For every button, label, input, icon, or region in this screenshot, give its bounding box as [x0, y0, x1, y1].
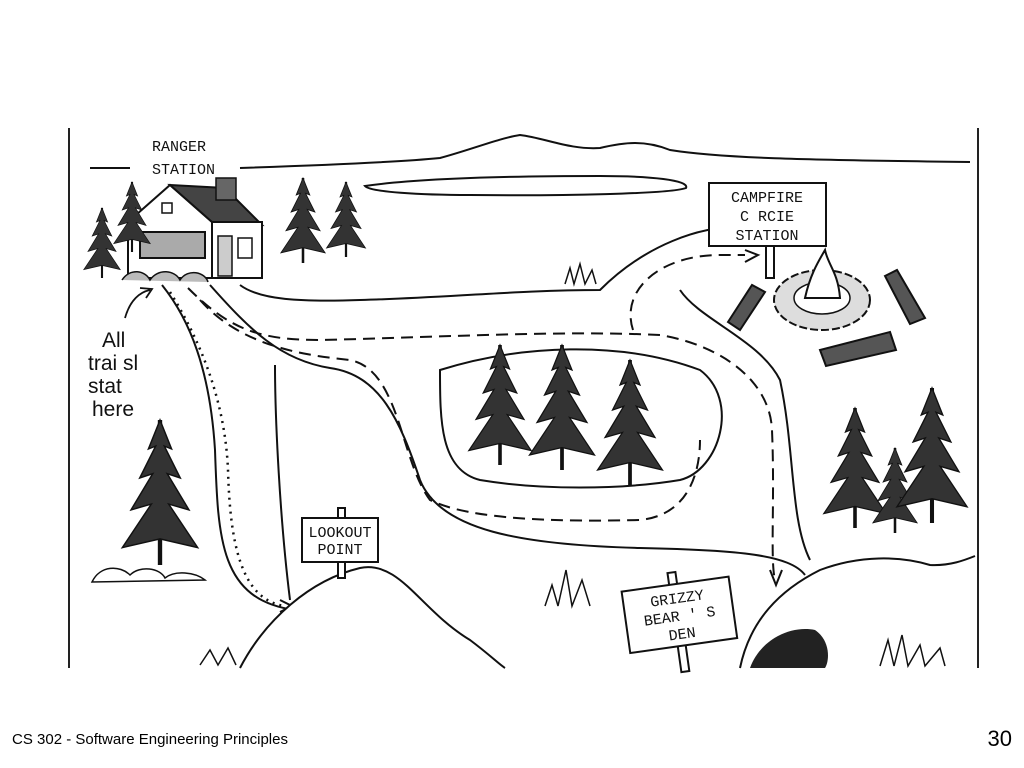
trail-loop [199, 299, 701, 522]
ranger-station-house [121, 177, 265, 283]
grass-tuft [199, 646, 237, 667]
trail-to-lookout [168, 291, 286, 608]
ranger-station-label-line1: RANGER [152, 139, 206, 156]
trail-edge [209, 284, 806, 576]
den-entrance [750, 629, 828, 668]
pine-tree [325, 180, 367, 259]
trail-island-edge [438, 348, 723, 489]
campfire-sign-line1: CAMPFIRE [731, 190, 803, 207]
lookout-hill [239, 566, 506, 669]
lake [363, 174, 688, 197]
rocks [90, 567, 208, 583]
grass-tuft [544, 569, 591, 609]
pine-tree [821, 406, 889, 530]
ranger-station-label-line2: STATION [152, 162, 215, 179]
grass-tuft [879, 634, 946, 669]
start-note-line3: stat [88, 375, 122, 398]
grass-tuft [564, 261, 597, 287]
campfire [726, 247, 927, 368]
pine-tree [595, 358, 665, 487]
trail-to-grizzly-den [187, 287, 776, 581]
grizzly-sign-line3: DEN [668, 625, 697, 646]
grizzly-bear-den-sign: GRIZZY BEAR ' S DEN [620, 570, 739, 674]
lookout-sign-line1: LOOKOUT [308, 525, 371, 542]
pine-tree [897, 388, 967, 523]
start-arrow [124, 289, 151, 319]
slide-page-number: 30 [987, 726, 1012, 751]
trail-edge [274, 364, 291, 601]
slide-footer: CS 302 - Software Engineering Principles [12, 731, 288, 748]
start-note-line2: trai sl [88, 352, 138, 375]
start-note-line4: here [92, 398, 134, 421]
mountain-horizon [90, 133, 971, 169]
trail-edge [239, 225, 761, 302]
pine-tree [527, 343, 597, 472]
campfire-sign-line2: C RCIE [740, 209, 794, 226]
pine-tree [466, 343, 534, 467]
lookout-sign-line2: POINT [317, 542, 362, 559]
pine-tree [122, 420, 197, 565]
start-note-line1: All [102, 329, 125, 352]
campfire-circle-sign: CAMPFIRE C RCIE STATION [708, 182, 827, 279]
trail-edge [679, 289, 811, 561]
pine-tree [279, 176, 327, 265]
campfire-sign-line3: STATION [735, 228, 798, 245]
trail-edge [161, 284, 296, 611]
trail-to-campfire [629, 254, 745, 331]
lookout-point-sign: LOOKOUT POINT [301, 507, 379, 579]
